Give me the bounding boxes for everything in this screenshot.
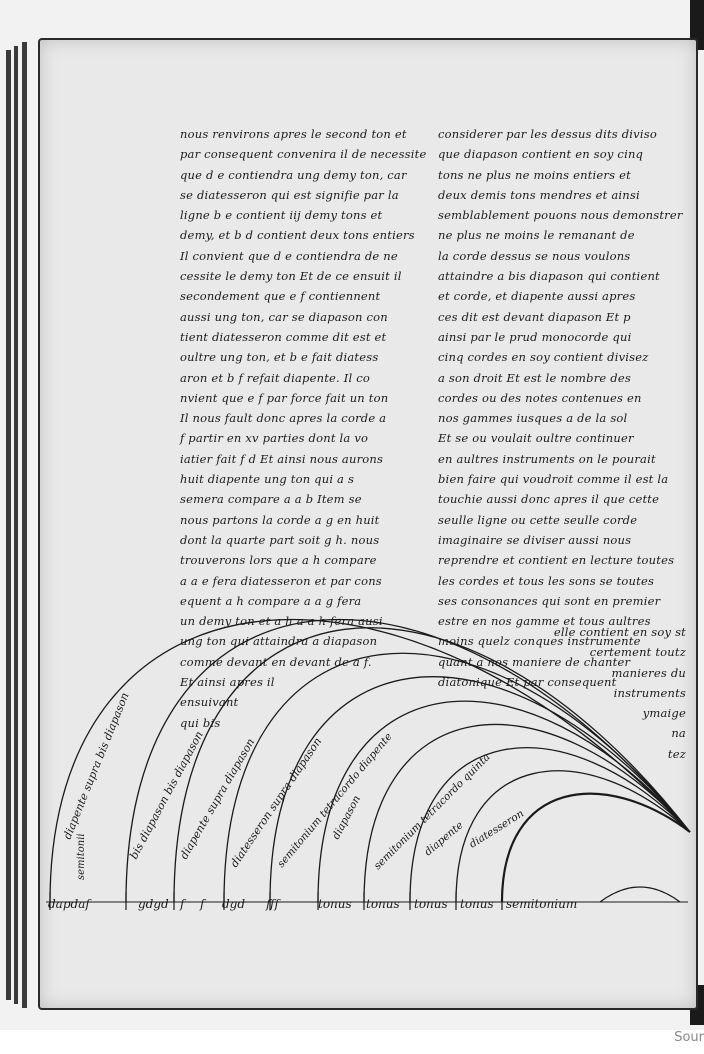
text-line: nous renvirons apres le second ton et xyxy=(180,127,407,141)
interval-arc xyxy=(455,770,691,903)
text-line: attaindre a bis diapason qui contient xyxy=(438,269,660,284)
interval-arc xyxy=(317,700,691,903)
arc-label: diapente xyxy=(422,819,465,858)
text-line: iatier fait f d Et ainsi nous aurons xyxy=(180,451,384,466)
text-line: considerer par les dessus dits diviso xyxy=(438,127,657,141)
text-line: seulle ligne ou cette seulle corde xyxy=(438,512,638,527)
text-line: oultre ung ton, et b e fait diatess xyxy=(180,350,379,365)
text-line: Et ainsi apres il xyxy=(180,675,275,690)
text-line: cessite le demy ton Et de ce ensuit il xyxy=(180,269,402,284)
right-column-tail: elle contient en soy st certement toutz ma… xyxy=(476,622,686,764)
text-line: ymaige xyxy=(642,706,686,721)
baseline-label: semitonium xyxy=(506,897,577,911)
text-line: Et se ou voulait oultre continuer xyxy=(438,431,634,446)
text-line: touchie aussi donc apres il que cette xyxy=(438,492,660,507)
text-line: certement toutz xyxy=(589,645,686,660)
arc-label: diatesseron xyxy=(467,807,526,850)
text-line: moins quelz conques instrumente xyxy=(438,634,641,649)
text-line: reprendre et contient en lecture toutes xyxy=(438,553,675,568)
text-line: que d e contiendra ung demy ton, car xyxy=(180,167,407,182)
interval-arc xyxy=(599,886,681,903)
text-line: aron et b f refait diapente. Il co xyxy=(180,370,370,385)
text-line: demy, et b d contient deux tons entiers xyxy=(180,228,415,243)
baseline-label: tonus xyxy=(318,897,352,911)
text-line: dont la quarte part soit g h. nous xyxy=(180,532,380,547)
text-line: comme devant en devant de a f. xyxy=(180,654,372,669)
text-line: que diapason contient en soy cinq xyxy=(438,147,644,162)
text-line: estre en nos gamme et tous aultres xyxy=(438,614,651,629)
text-line: ces dit est devant diapason Et p xyxy=(438,309,631,324)
baseline-label: tonus xyxy=(460,897,494,911)
manuscript-page: nous renvirons apres le second ton et par… xyxy=(38,38,698,1010)
text-line: cordes ou des notes contenues en xyxy=(438,390,642,405)
text-line: tez xyxy=(667,746,686,761)
text-line: f partir en xv parties dont la vo xyxy=(180,431,369,446)
text-line: ligne b e contient iij demy tons et xyxy=(180,208,383,223)
text-line: par consequent convenira il de necessite xyxy=(180,147,427,162)
text-line: elle contient en soy st xyxy=(553,625,686,639)
interval-arc xyxy=(49,618,691,903)
text-line: deux demis tons mendres et ainsi xyxy=(438,187,640,202)
text-line: et corde, et diapente aussi apres xyxy=(438,289,636,304)
arc-label: semitonium tetracordo diapente xyxy=(275,731,395,870)
text-line: manieres du xyxy=(611,665,686,680)
text-line: semblablement pouons nous demonstrer xyxy=(438,208,683,223)
book-block-edge xyxy=(6,50,11,1000)
text-line: les cordes et tous les sons se toutes xyxy=(438,573,655,588)
text-line: Il convient que d e contiendra de ne xyxy=(180,248,398,263)
text-line: nous partons la corde a g en huit xyxy=(180,512,380,527)
left-text-column: nous renvirons apres le second ton et par… xyxy=(180,124,427,733)
baseline-label: tonus xyxy=(366,897,400,911)
interval-arc xyxy=(363,723,691,903)
text-line: ung ton qui attaindra a diapason xyxy=(180,634,378,649)
text-line: tons ne plus ne moins entiers et xyxy=(438,167,631,182)
text-line: ses consonances qui sont en premier xyxy=(438,593,661,608)
text-line: aussi ung ton, car se diapason con xyxy=(180,309,388,324)
text-line: ainsi par le prud monocorde qui xyxy=(438,329,632,344)
interval-arc xyxy=(223,652,691,903)
text-line: tient diatesseron comme dit est et xyxy=(180,329,387,344)
text-line: nos gammes iusques a de la sol xyxy=(438,411,628,426)
text-line: la corde dessus se nous voulons xyxy=(438,248,631,263)
vertical-label: semitonii xyxy=(76,833,87,880)
interval-arc xyxy=(125,618,691,903)
text-line: ne plus ne moins le remanant de xyxy=(438,228,635,243)
text-line: na xyxy=(671,726,686,741)
interval-arc xyxy=(269,676,691,903)
text-line: cinq cordes en soy contient divisez xyxy=(438,350,649,365)
source-label: Sour xyxy=(674,1030,704,1045)
text-line: secondement que e f contiennent xyxy=(180,289,381,304)
interval-arc xyxy=(173,627,691,903)
interval-arc xyxy=(500,792,691,903)
baseline-glyph: f xyxy=(179,897,187,911)
text-line: trouverons lors que a h compare xyxy=(180,553,377,568)
text-line: equent a h compare a a g fera xyxy=(180,593,362,608)
text-line: a a e fera diatesseron et par cons xyxy=(180,573,382,588)
text-line: se diatesseron qui est signifie par la xyxy=(180,187,399,202)
book-block-edge xyxy=(22,42,27,1008)
baseline-glyph: fff xyxy=(265,897,282,911)
baseline-label: tonus xyxy=(414,897,448,911)
spine-shadow xyxy=(690,0,704,50)
baseline-glyph: gdgd xyxy=(138,897,169,911)
text-line: quant a nos maniere de chanter xyxy=(438,654,631,669)
text-line: nvient que e f par force fait un ton xyxy=(180,390,389,405)
baseline-glyph: dgd xyxy=(222,897,245,911)
arc-label: diapente supra bis diapason xyxy=(61,691,132,841)
baseline-glyph: f xyxy=(199,897,207,911)
text-line: bien faire qui voudroit comme il est la xyxy=(438,472,669,487)
text-line: en aultres instruments on le pourait xyxy=(438,451,656,466)
text-line: Il nous fault donc apres la corde a xyxy=(180,411,387,426)
baseline-glyph: dapdaf xyxy=(48,897,92,911)
text-line: semera compare a a b Item se xyxy=(180,492,362,507)
right-text-column: considerer par les dessus dits diviso que… xyxy=(438,124,688,692)
text-line: instruments xyxy=(613,685,686,700)
text-line: huit diapente ung ton qui a s xyxy=(180,472,355,487)
book-block-edge xyxy=(14,46,18,1004)
text-line: un demy ton et a h a a h fera ausi xyxy=(180,614,383,629)
text-line: a son droit Et est le nombre des xyxy=(438,370,631,385)
text-line: imaginaire se diviser aussi nous xyxy=(438,532,632,547)
interval-arc xyxy=(409,747,691,903)
